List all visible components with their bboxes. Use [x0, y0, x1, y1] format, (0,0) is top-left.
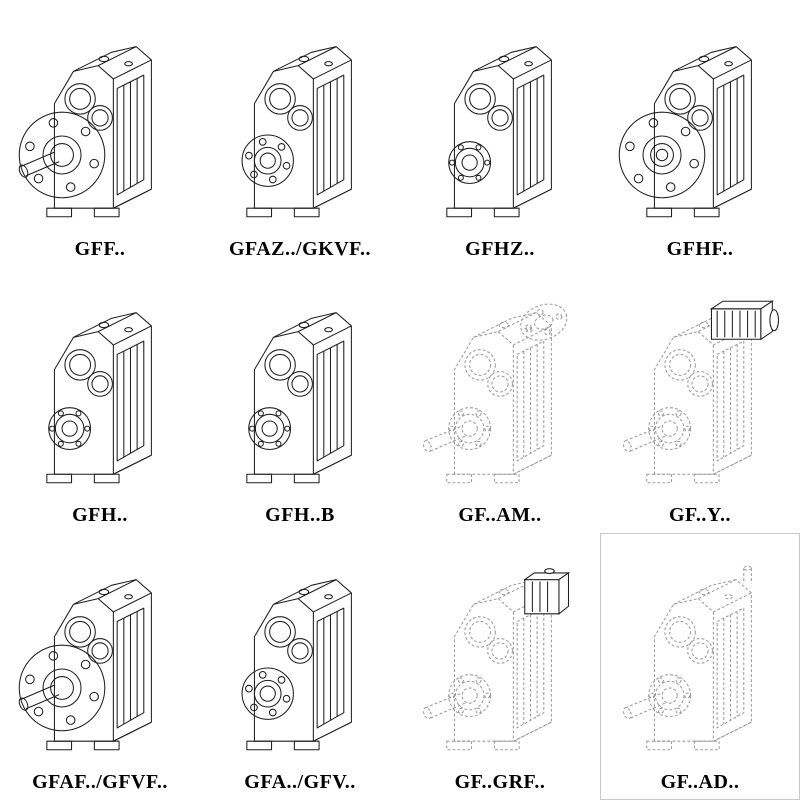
model-label: GFAZ../GKVF..	[228, 237, 372, 260]
model-label: GFHZ..	[465, 237, 535, 260]
catalog-cell: GF..GRF..	[400, 533, 600, 800]
model-label: GFH..B	[265, 504, 335, 527]
catalog-cell: GFHZ..	[400, 0, 600, 267]
gearbox-drawing	[2, 2, 198, 237]
model-label: GFHF..	[666, 237, 734, 260]
catalog-cell: GFF..	[0, 0, 200, 267]
gearbox-drawing	[402, 2, 598, 237]
model-label: GFA../GFV..	[244, 770, 356, 793]
gearbox-drawing	[2, 269, 198, 504]
gearbox-drawing	[202, 2, 398, 237]
gearbox-drawing	[602, 269, 798, 504]
catalog-cell: GFAZ../GKVF..	[200, 0, 400, 267]
model-label: GFF..	[74, 237, 126, 260]
catalog-cell: GFH..	[0, 267, 200, 534]
gearbox-drawing	[402, 269, 598, 504]
catalog-cell: GFAF../GFVF..	[0, 533, 200, 800]
model-label: GF..AD..	[660, 770, 740, 793]
gearbox-drawing	[202, 269, 398, 504]
catalog-cell: GF..AD..	[600, 533, 800, 800]
gearbox-drawing	[402, 535, 598, 770]
model-label: GF..GRF..	[454, 770, 546, 793]
gearbox-drawing	[602, 2, 798, 237]
model-label: GFAF../GFVF..	[32, 770, 168, 793]
model-label: GF..Y..	[668, 504, 732, 527]
catalog-cell: GFH..B	[200, 267, 400, 534]
gearbox-drawing	[202, 535, 398, 770]
catalog-cell: GF..AM..	[400, 267, 600, 534]
gearbox-drawing	[602, 535, 798, 770]
catalog-cell: GF..Y..	[600, 267, 800, 534]
catalog-cell: GFA../GFV..	[200, 533, 400, 800]
model-label: GFH..	[72, 504, 128, 527]
gearbox-drawing	[2, 535, 198, 770]
catalog-cell: GFHF..	[600, 0, 800, 267]
model-label: GF..AM..	[458, 504, 542, 527]
